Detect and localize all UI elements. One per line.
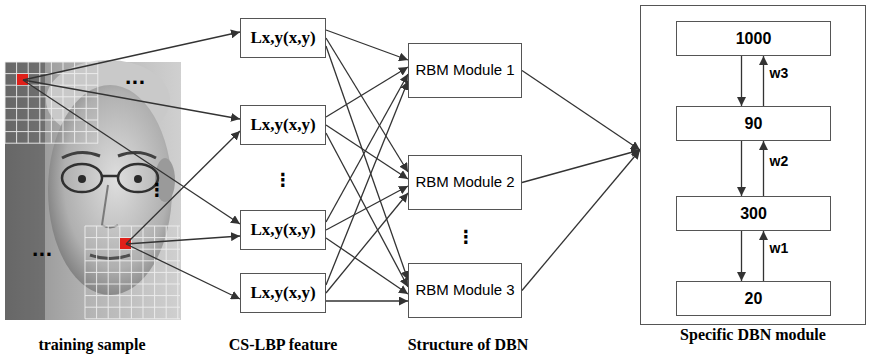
- ellipsis-mark: ⋮: [148, 181, 166, 199]
- node-text: Lx,y(x,y): [250, 28, 315, 48]
- column-label: Structure of DBN: [408, 336, 529, 354]
- rbm-module: RBM Module 3: [408, 263, 522, 318]
- layer-box: 1000: [676, 21, 831, 56]
- weight-label: w1: [769, 240, 790, 256]
- connector: [326, 300, 408, 301]
- connector: [522, 71, 640, 151]
- ellipsis-mark: ⋮: [274, 171, 292, 189]
- connector: [763, 231, 764, 281]
- rbm-module: RBM Module 1: [408, 43, 522, 98]
- layer-box: 20: [676, 281, 831, 316]
- node-text: Lx,y(x,y): [250, 220, 315, 240]
- connector: [326, 81, 408, 285]
- node-text: Lx,y(x,y): [250, 283, 315, 303]
- connector: [522, 150, 640, 183]
- connector: [326, 46, 408, 280]
- connector: [763, 56, 764, 106]
- feature-box: Lx,y(x,y): [240, 18, 326, 58]
- module-caption: Specific DBN module: [641, 326, 865, 344]
- connector: [326, 67, 408, 117]
- node-text: Lx,y(x,y): [250, 115, 315, 135]
- connector: [326, 125, 408, 179]
- node-text: RBM Module 3: [415, 281, 514, 300]
- node-text: RBM Module 1: [415, 61, 514, 80]
- node-text: 20: [745, 290, 763, 308]
- node-text: 90: [745, 115, 763, 133]
- rbm-module: RBM Module 2: [408, 155, 522, 210]
- image-line: [23, 80, 240, 224]
- ellipsis-mark: ...: [125, 69, 146, 87]
- connector: [326, 30, 408, 60]
- image-line: [126, 131, 240, 244]
- connector: [741, 56, 742, 106]
- layer-box: 90: [676, 106, 831, 141]
- feature-box: Lx,y(x,y): [240, 210, 326, 250]
- connector: [741, 231, 742, 281]
- image-line: [126, 244, 240, 299]
- connector: [326, 74, 408, 222]
- layer-box: 300: [676, 196, 831, 231]
- connector: [326, 238, 408, 294]
- ellipsis-mark: ⋮: [457, 228, 475, 246]
- weight-label: w2: [769, 153, 790, 169]
- dbn-module-frame: Specific DBN module10009030020: [640, 5, 866, 325]
- weight-label: w3: [769, 65, 790, 81]
- connector: [326, 193, 408, 293]
- column-label: CS-LBP feature: [229, 336, 338, 354]
- feature-box: Lx,y(x,y): [240, 273, 326, 313]
- connector: [326, 133, 408, 287]
- ellipsis-mark: ...: [32, 241, 53, 259]
- node-text: 1000: [736, 30, 772, 48]
- connector: [763, 141, 764, 196]
- feature-box: Lx,y(x,y): [240, 105, 326, 145]
- node-text: 300: [740, 205, 767, 223]
- column-label: training sample: [38, 336, 145, 354]
- connector: [741, 141, 742, 196]
- node-text: RBM Module 2: [415, 173, 514, 192]
- image-line: [126, 236, 240, 244]
- connector: [522, 150, 640, 291]
